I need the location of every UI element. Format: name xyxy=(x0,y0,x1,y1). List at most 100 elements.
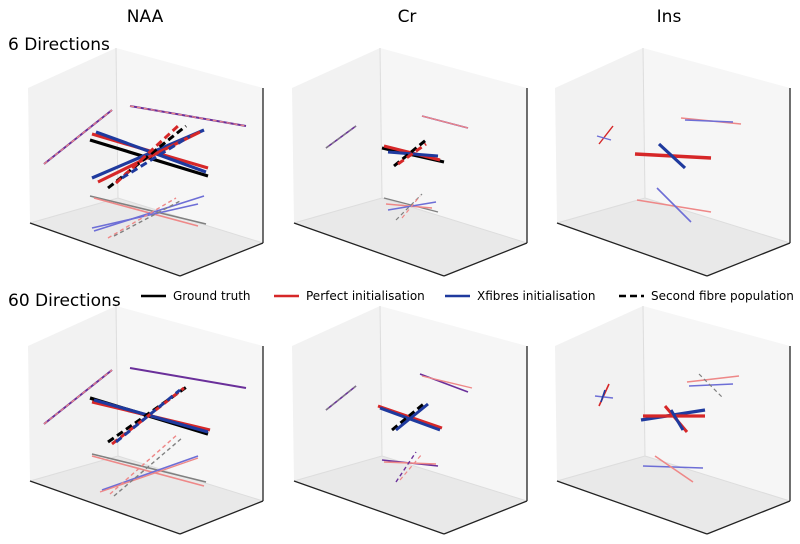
fibre-line xyxy=(401,195,421,219)
column-title-ins: Ins xyxy=(657,7,682,27)
fibre-line xyxy=(698,373,724,399)
fibre-line xyxy=(89,195,207,225)
floor-pane xyxy=(557,198,790,276)
pane-edge xyxy=(644,455,791,502)
panel-5 xyxy=(292,305,528,535)
legend: Ground truth Perfect initialisation Xfib… xyxy=(141,289,794,303)
panel-2 xyxy=(292,47,528,277)
fibre-line xyxy=(93,197,199,227)
fibre-line xyxy=(325,125,357,149)
fibre-line xyxy=(113,437,183,497)
panels xyxy=(28,47,791,535)
x-axis-line xyxy=(556,222,708,277)
fibre-line xyxy=(642,465,704,469)
back-pane xyxy=(380,48,527,243)
fibre-line xyxy=(421,115,469,129)
left-pane xyxy=(555,306,645,481)
legend-label-xfibres-initialisation: Xfibres initialisation xyxy=(477,289,595,303)
fibre-line xyxy=(93,398,209,434)
y-axis-line xyxy=(179,500,264,535)
panel-3 xyxy=(555,47,791,277)
x-axis-line xyxy=(556,480,708,535)
fibre-line xyxy=(669,409,685,431)
pane-edge xyxy=(379,47,383,199)
column-title-cr: Cr xyxy=(398,7,417,27)
fibre-line xyxy=(600,389,606,403)
fibre-line xyxy=(43,369,113,425)
fibre-line xyxy=(686,375,740,383)
fibre-line xyxy=(325,385,357,411)
y-axis-line xyxy=(443,500,528,535)
fibre-line xyxy=(399,453,423,481)
fibre-line xyxy=(598,125,614,145)
x-axis-line xyxy=(29,222,181,277)
panel-1 xyxy=(28,47,264,277)
fibre-line xyxy=(113,199,183,237)
floor-pane xyxy=(294,198,527,276)
fibre-line xyxy=(107,197,177,239)
fibre-line xyxy=(596,135,612,141)
fibre-line xyxy=(654,455,694,483)
left-pane xyxy=(28,306,118,481)
fibre-line xyxy=(43,109,113,165)
fibre-line xyxy=(109,433,179,495)
fibre-line xyxy=(594,395,614,399)
back-pane xyxy=(116,48,263,243)
y-axis-line xyxy=(706,500,791,535)
pane-edge xyxy=(293,455,383,482)
x-axis-line xyxy=(293,480,445,535)
row-label-60-directions: 60 Directions xyxy=(8,291,121,311)
fibre-line xyxy=(115,388,181,444)
panel-6 xyxy=(555,305,791,535)
pane-edge xyxy=(379,305,383,457)
left-pane xyxy=(292,48,382,223)
legend-label-ground-truth: Ground truth xyxy=(173,289,251,303)
y-axis-line xyxy=(706,242,791,277)
fibre-line xyxy=(93,195,205,232)
fibre-line xyxy=(397,142,427,166)
fibre-line xyxy=(383,461,437,465)
back-pane xyxy=(643,306,790,501)
panel-4 xyxy=(28,305,264,535)
floor-pane xyxy=(30,456,263,534)
pane-edge xyxy=(556,197,646,224)
fibre-line xyxy=(395,402,429,432)
pane-edge xyxy=(293,197,383,224)
fibre-line xyxy=(121,134,191,180)
y-axis-line xyxy=(443,242,528,277)
left-pane xyxy=(28,48,118,223)
fibre-line xyxy=(395,451,417,483)
legend-label-perfect-initialisation: Perfect initialisation xyxy=(306,289,425,303)
pane-edge xyxy=(642,305,646,457)
pane-edge xyxy=(556,455,646,482)
fibre-line xyxy=(657,142,687,170)
fibre-line xyxy=(395,193,423,221)
back-pane xyxy=(643,48,790,243)
fibre-line xyxy=(129,367,247,389)
floor-pane xyxy=(30,198,263,276)
fibre-line xyxy=(91,455,205,487)
fibre-line xyxy=(421,375,473,389)
fibre-line xyxy=(91,453,207,483)
left-pane xyxy=(292,306,382,481)
pane-edge xyxy=(642,47,646,199)
back-pane xyxy=(116,306,263,501)
fibre-line xyxy=(99,457,199,493)
fibre-line xyxy=(101,455,199,491)
legend-label-second-fibre-population: Second fibre population xyxy=(651,289,794,303)
back-pane xyxy=(380,306,527,501)
floor-pane xyxy=(294,456,527,534)
pane-edge xyxy=(115,305,119,457)
fibre-line xyxy=(107,124,187,190)
fibre-line xyxy=(688,383,734,387)
floor-pane xyxy=(557,456,790,534)
fibre-line xyxy=(391,400,427,432)
column-title-naa: NAA xyxy=(127,7,164,27)
fibre-line xyxy=(656,187,692,223)
fibre-line xyxy=(684,119,734,123)
x-axis-line xyxy=(29,480,181,535)
fibre-line xyxy=(111,386,185,446)
row-label-6-directions: 6 Directions xyxy=(8,35,110,55)
pane-edge xyxy=(29,197,119,224)
